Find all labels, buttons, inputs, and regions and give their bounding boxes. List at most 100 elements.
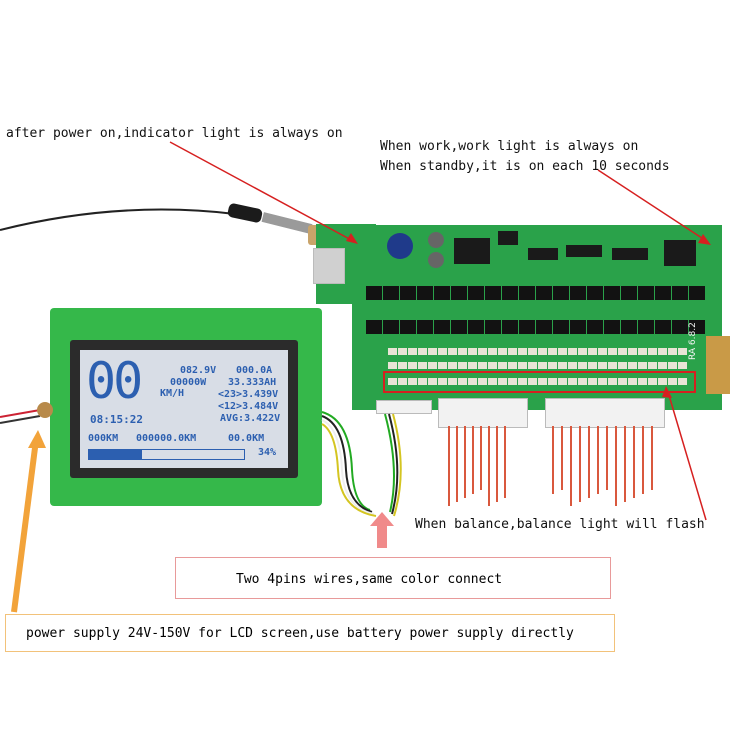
- balance-wire: [651, 426, 653, 490]
- ic-chip: [612, 248, 648, 260]
- lcd-time: 08:15:22: [90, 413, 143, 426]
- mosfet: [689, 320, 705, 334]
- lcd-screen: [80, 350, 288, 468]
- mosfet: [638, 320, 654, 334]
- wires-note: Two 4pins wires,same color connect: [236, 572, 503, 587]
- mosfet: [485, 320, 501, 334]
- balance-resistor: [418, 362, 427, 369]
- balance-resistor: [568, 378, 577, 385]
- mosfet: [672, 286, 688, 300]
- balance-resistor: [408, 378, 417, 385]
- mosfet: [519, 320, 535, 334]
- balance-resistor: [578, 378, 587, 385]
- balance-resistor: [658, 362, 667, 369]
- balance-resistor: [468, 362, 477, 369]
- balance-resistor: [508, 348, 517, 355]
- balance-resistor: [648, 362, 657, 369]
- mosfet: [604, 320, 620, 334]
- work-light-note-line1: When work,work light is always on: [380, 139, 639, 154]
- balance-resistor: [568, 362, 577, 369]
- balance-wire: [597, 426, 599, 494]
- mosfet: [621, 320, 637, 334]
- balance-wire: [624, 426, 626, 502]
- balance-resistor: [608, 378, 617, 385]
- mosfet: [451, 320, 467, 334]
- balance-resistor: [578, 348, 587, 355]
- mosfet: [553, 320, 569, 334]
- balance-wire: [633, 426, 635, 498]
- mcu-chip: [664, 240, 696, 266]
- mosfet: [400, 320, 416, 334]
- capacitor: [428, 232, 444, 248]
- balance-resistor: [418, 348, 427, 355]
- capacitor: [428, 252, 444, 268]
- balance-resistor: [438, 378, 447, 385]
- mosfet: [604, 286, 620, 300]
- balance-resistor: [478, 348, 487, 355]
- balance-resistor: [628, 378, 637, 385]
- balance-resistor: [638, 362, 647, 369]
- mosfet: [655, 286, 671, 300]
- mosfet: [451, 286, 467, 300]
- balance-resistor: [548, 378, 557, 385]
- mosfet: [672, 320, 688, 334]
- lcd-battery-bar: [88, 449, 245, 460]
- balance-connector-right: [545, 398, 665, 428]
- balance-resistor: [618, 378, 627, 385]
- balance-resistor: [448, 362, 457, 369]
- balance-wire: [606, 426, 608, 490]
- balance-resistor: [618, 362, 627, 369]
- balance-resistor: [558, 378, 567, 385]
- balance-resistor: [558, 362, 567, 369]
- balance-resistor: [458, 378, 467, 385]
- lcd-low-cell: <12>3.484V: [218, 401, 279, 412]
- balance-resistor: [388, 348, 397, 355]
- balance-resistor: [548, 348, 557, 355]
- balance-wire: [570, 426, 572, 506]
- balance-resistor: [448, 378, 457, 385]
- balance-resistor: [558, 348, 567, 355]
- mosfet: [366, 320, 382, 334]
- balance-resistor: [628, 362, 637, 369]
- lcd-speed: 00: [86, 352, 143, 410]
- mosfet: [621, 286, 637, 300]
- power-connector: [313, 248, 345, 284]
- mosfet: [536, 320, 552, 334]
- mosfet: [570, 320, 586, 334]
- ic-chip: [528, 248, 558, 260]
- balance-wire: [496, 426, 498, 502]
- balance-resistor: [518, 362, 527, 369]
- balance-resistor: [488, 348, 497, 355]
- balance-resistor: [408, 362, 417, 369]
- balance-resistor: [638, 348, 647, 355]
- balance-resistor: [578, 362, 587, 369]
- balance-resistor: [568, 348, 577, 355]
- mosfet: [502, 320, 518, 334]
- mosfet: [536, 286, 552, 300]
- balance-resistor: [438, 362, 447, 369]
- lcd-trip: 000KM: [88, 433, 119, 444]
- balance-wire: [488, 426, 490, 506]
- ic-chip: [454, 238, 490, 264]
- edge-connector: [706, 336, 730, 394]
- mosfet: [689, 286, 705, 300]
- mosfet: [434, 286, 450, 300]
- mosfet: [417, 320, 433, 334]
- inductor: [387, 233, 413, 259]
- mosfet: [485, 286, 501, 300]
- balance-resistor: [598, 378, 607, 385]
- lcd-connector: [376, 400, 432, 414]
- balance-resistor: [668, 348, 677, 355]
- mosfet: [434, 320, 450, 334]
- mosfet: [400, 286, 416, 300]
- lcd-battery-fill: [89, 450, 142, 459]
- balance-wire: [642, 426, 644, 494]
- lcd-speed-unit: KM/H: [160, 388, 185, 399]
- lcd-capacity: 33.333AH: [228, 377, 277, 388]
- balance-resistor: [478, 378, 487, 385]
- balance-wire: [579, 426, 581, 502]
- balance-wire: [448, 426, 450, 506]
- balance-resistor: [468, 378, 477, 385]
- balance-wire: [504, 426, 506, 498]
